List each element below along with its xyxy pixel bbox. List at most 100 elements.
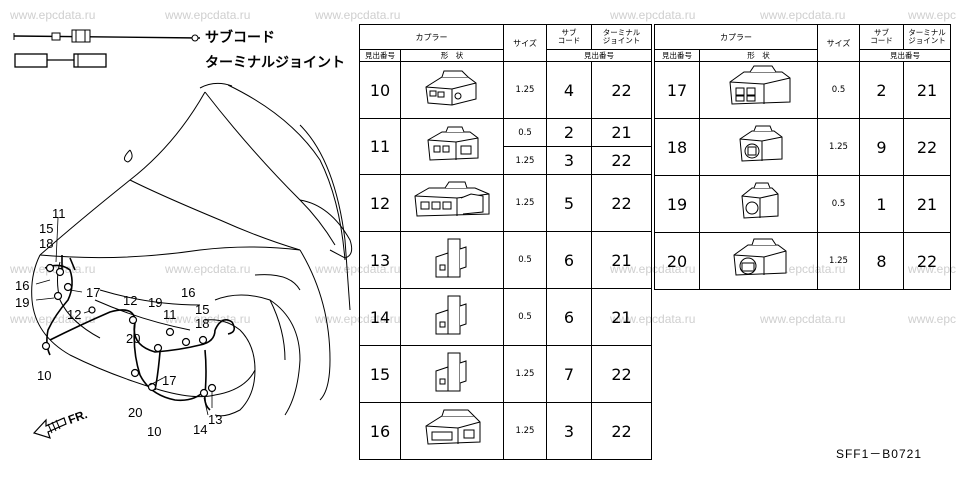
coupler-shape-13 (400, 231, 504, 289)
ref-number: 16 (359, 402, 401, 460)
car-front-illustration (31, 82, 353, 439)
connector-icon (425, 409, 481, 445)
terminal-joint-number: 21 (903, 175, 951, 233)
terminal-joint-number: 22 (903, 232, 951, 290)
ref-number: 18 (654, 118, 700, 176)
terminal-joint-number: 22 (591, 61, 652, 119)
sub-cord-number: 2 (859, 61, 904, 119)
terminal-joint-number: 22 (591, 345, 652, 403)
ref-number: 14 (359, 288, 401, 346)
table-row: 16 1.25 3 22 (359, 402, 652, 460)
table-row: 20 1.25 8 22 (654, 232, 951, 290)
ref-number: 12 (359, 174, 401, 232)
sub-cord-number: 2 (546, 118, 592, 147)
header-terminal-joint: ターミナル ジョイント (591, 24, 652, 50)
table-row: 10 1.25 4 22 (359, 61, 652, 119)
watermark: www.epcdata.ru (10, 312, 96, 326)
ref-number: 20 (654, 232, 700, 290)
callout-16: 16 (181, 285, 196, 300)
terminal-joint-symbol (14, 53, 107, 68)
coupler-table-right: カプラー サイズ サブ コード ターミナル ジョイント 見出番号 形 状 見出番… (654, 24, 951, 290)
connector-icon (425, 70, 477, 106)
ref-number: 11 (359, 118, 401, 175)
sub-cord-number: 6 (546, 231, 592, 289)
terminal-joint-number: 21 (591, 231, 652, 289)
callout-11: 11 (52, 206, 66, 221)
callout-13: 13 (208, 412, 223, 427)
wire-size: 0.5 (503, 231, 547, 289)
watermark: www.epcdata.ru (10, 8, 96, 22)
coupler-shape-20 (699, 232, 818, 290)
watermark: www.epcdata.ru (165, 312, 251, 326)
header-sub-cord: サブ コード (546, 24, 592, 50)
wire-size: 1.25 (503, 146, 547, 175)
sub-cord-number: 9 (859, 118, 904, 176)
connector-icon (740, 182, 778, 219)
ref-number: 19 (654, 175, 700, 233)
ref-number: 13 (359, 231, 401, 289)
connector-icon (427, 126, 479, 161)
coupler-shape-15 (400, 345, 504, 403)
header-coupler: カプラー (654, 24, 818, 50)
connector-icon (728, 65, 790, 105)
header-ref-no: 見出番号 (359, 49, 401, 62)
callout-12: 12 (123, 293, 138, 308)
coupler-shape-17 (699, 61, 818, 119)
watermark: www.epc (908, 312, 957, 326)
sub-cord-number: 5 (546, 174, 592, 232)
wire-size: 1.25 (503, 402, 547, 460)
watermark: www.epc (908, 8, 957, 22)
wire-size: 0.5 (503, 288, 547, 346)
watermark: www.epcdata.ru (315, 8, 401, 22)
header-ref-no: 見出番号 (654, 49, 700, 62)
terminal-joint-label: ターミナルジョイント (205, 55, 345, 71)
callout-20: 20 (126, 331, 141, 346)
watermark: www.epcdata.ru (610, 8, 696, 22)
terminal-joint-number: 22 (591, 146, 652, 175)
coupler-table-left: カプラー サイズ サブ コード ターミナル ジョイント 見出番号 形 状 見出番… (359, 24, 652, 460)
watermark: www.epcdata.ru (760, 8, 846, 22)
table-row: 17 0.5 2 21 (654, 61, 951, 119)
callout-19: 19 (148, 295, 163, 310)
table-row: 15 1.25 7 22 (359, 345, 652, 403)
ref-number: 17 (654, 61, 700, 119)
callout-12: 12 (67, 307, 82, 322)
wire-size: 0.5 (503, 118, 547, 147)
wire-size: 1.25 (503, 61, 547, 119)
coupler-shape-14 (400, 288, 504, 346)
sub-cord-number: 3 (546, 146, 592, 175)
coupler-shape-10 (400, 61, 504, 119)
ref-number: 10 (359, 61, 401, 119)
callout-10: 10 (37, 368, 52, 383)
terminal-joint-number: 21 (591, 288, 652, 346)
header-size: サイズ (503, 24, 547, 62)
callout-17: 17 (162, 373, 177, 388)
coupler-shape-12 (400, 174, 504, 232)
header-size: サイズ (817, 24, 860, 62)
watermark: www.epcdata.ru (165, 262, 251, 276)
terminal-joint-number: 21 (903, 61, 951, 119)
coupler-shape-19 (699, 175, 818, 233)
header-shape: 形 状 (400, 49, 504, 62)
connector-icon (435, 352, 467, 392)
callout-18: 18 (195, 316, 210, 331)
sub-cord-label: サブコード (205, 30, 275, 46)
connector-icon (435, 238, 467, 278)
header-coupler: カプラー (359, 24, 504, 50)
wire-size: 1.25 (817, 232, 860, 290)
callout-16: 16 (15, 278, 30, 293)
wire-size: 1.25 (817, 118, 860, 176)
sub-cord-number: 1 (859, 175, 904, 233)
callout-11: 11 (163, 307, 177, 322)
callout-15: 15 (39, 221, 54, 236)
wire-size: 0.5 (817, 175, 860, 233)
coupler-shape-11 (400, 118, 504, 175)
table-row: 12 1.25 5 22 (359, 174, 652, 232)
table-row: 14 0.5 6 21 (359, 288, 652, 346)
callout-19: 19 (15, 295, 30, 310)
callout-10: 10 (147, 424, 162, 439)
connector-icon (435, 295, 467, 335)
coupler-shape-16 (400, 402, 504, 460)
header-shape: 形 状 (699, 49, 818, 62)
wire-size: 1.25 (503, 174, 547, 232)
